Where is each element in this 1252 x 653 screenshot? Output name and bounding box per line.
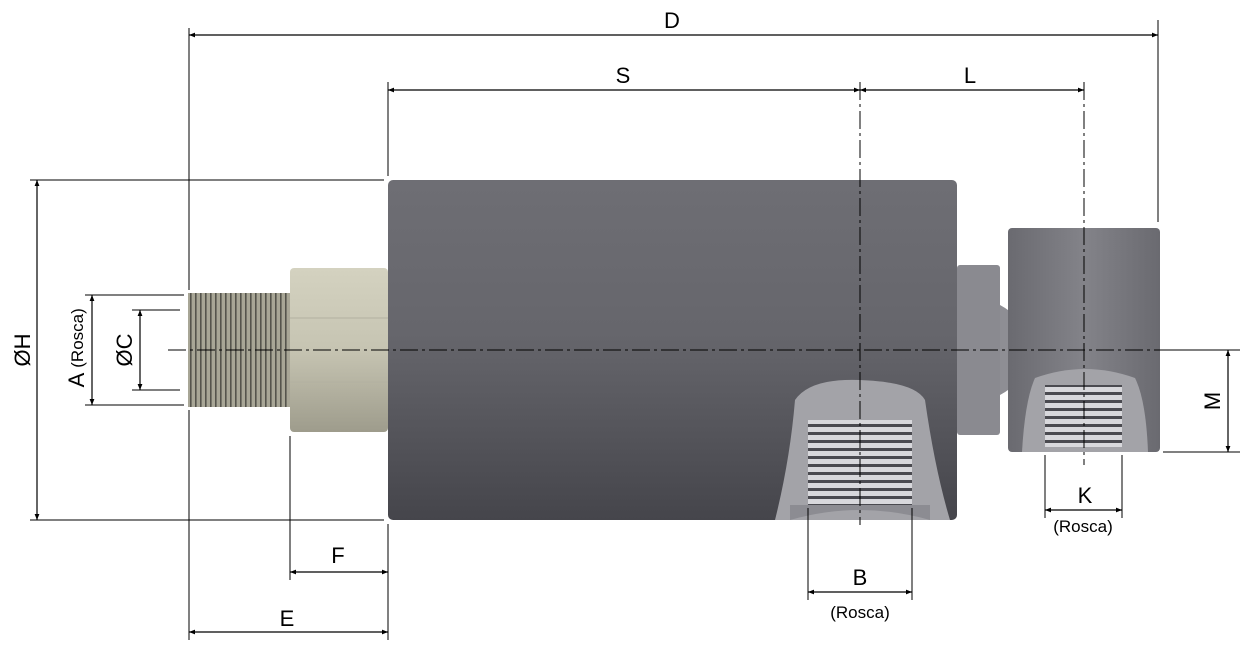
label-l: L	[964, 63, 976, 88]
label-m: M	[1200, 392, 1225, 410]
label-c: ØC	[112, 333, 137, 366]
label-f: F	[331, 543, 344, 568]
label-k-note: (Rosca)	[1053, 517, 1113, 536]
label-a-note: (Rosca)	[68, 308, 87, 368]
label-a-group: A (Rosca)	[64, 308, 89, 387]
label-s: S	[616, 63, 631, 88]
dimension-lines	[34, 32, 1231, 635]
label-k: K	[1078, 483, 1093, 508]
label-a: A	[64, 372, 89, 387]
label-b: B	[853, 565, 868, 590]
hex-nut	[290, 268, 388, 432]
rear-shaft	[957, 265, 1000, 435]
extension-lines	[30, 20, 1240, 640]
label-d: D	[664, 8, 680, 33]
label-b-note: (Rosca)	[830, 603, 890, 622]
label-h: ØH	[10, 334, 35, 367]
label-e: E	[280, 606, 295, 631]
